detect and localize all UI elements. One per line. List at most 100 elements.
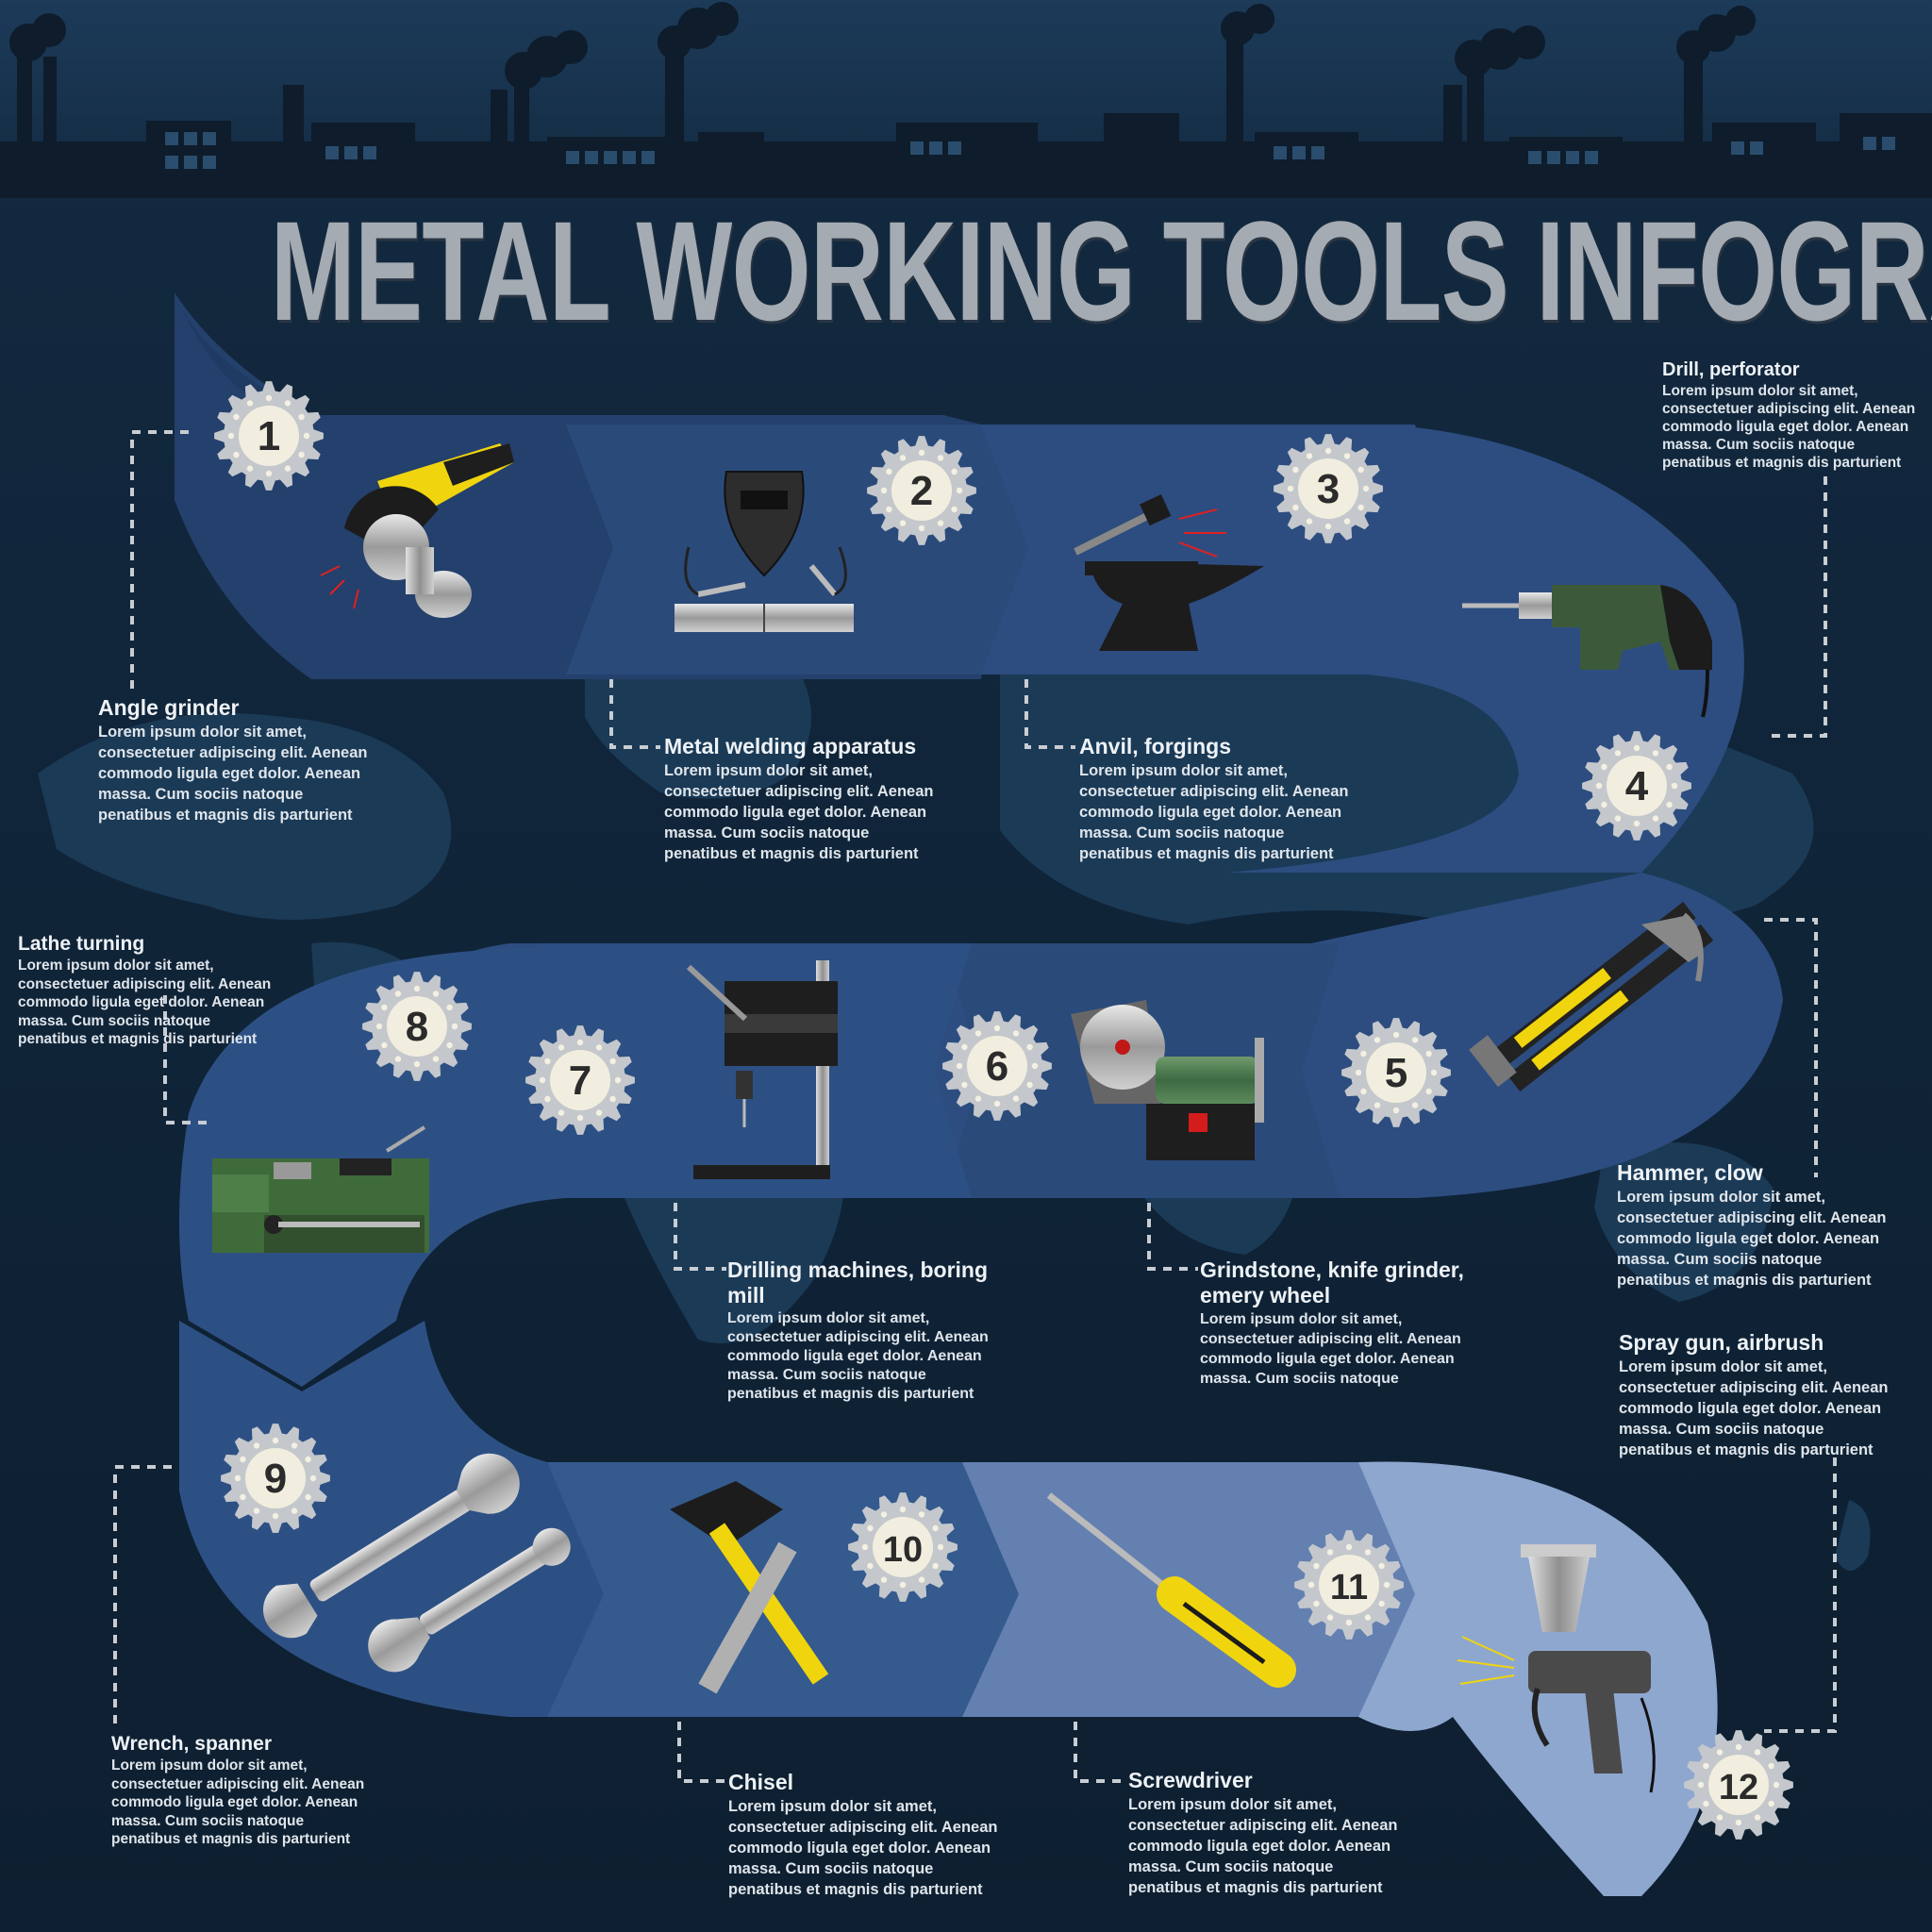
gear-dot [1355, 1069, 1362, 1076]
gear-dot [937, 1543, 944, 1551]
gear-center [1708, 1755, 1769, 1815]
gear-dot [1031, 1062, 1039, 1070]
gear-dot [246, 400, 254, 407]
screwdriver-icon [1046, 1492, 1296, 1688]
step-12-name: Spray gun, airbrush [1619, 1330, 1824, 1355]
gear-dot [1703, 1762, 1709, 1770]
factory-windows [165, 132, 1895, 169]
gear-dot [1735, 1743, 1742, 1751]
gear-dot [937, 455, 944, 461]
gear-dot [375, 1023, 383, 1030]
page-title: METAL WORKING TOOLS INFOGRAPHICS [270, 192, 1932, 350]
gear-dot [1411, 1037, 1419, 1043]
gear-dot [1287, 485, 1294, 492]
gear-dot [867, 1562, 874, 1570]
step-7-description: Drilling machines, boring mill Lorem ips… [727, 1257, 989, 1404]
gear-dot [899, 1506, 907, 1513]
gear-dot [1292, 504, 1299, 511]
gear-dot [1378, 1562, 1385, 1570]
gear-dot [1378, 1600, 1385, 1607]
gear-dot [394, 1056, 402, 1062]
gear-dot [1425, 1050, 1432, 1058]
gear-dot [233, 413, 240, 421]
welding-mask-icon [675, 471, 854, 632]
gear-dot [918, 1576, 925, 1583]
step-1-name: Angle grinder [98, 695, 240, 720]
gear-center [245, 1448, 306, 1508]
gear-dot [558, 1109, 565, 1116]
gear-dot [1666, 763, 1673, 771]
step-6-name: Grindstone, knife grinder, emery wheel [1200, 1257, 1464, 1307]
step-5-description: Hammer, clow Lorem ipsum dolor sit amet,… [1617, 1160, 1886, 1291]
gear-dot [1326, 1549, 1334, 1556]
gear-dot [1345, 1543, 1353, 1551]
gear-dot [899, 455, 907, 461]
gear-badge-3: 3 [1274, 434, 1383, 543]
gear-center [1298, 458, 1358, 519]
gear-dot [1735, 1819, 1742, 1826]
step-3-description: Anvil, forgings Lorem ipsum dolor sit am… [1079, 734, 1348, 864]
step-7-text: Lorem ipsum dolor sit amet, consectetuer… [727, 1310, 989, 1402]
gear-dot [1633, 744, 1641, 752]
gear-dot [1343, 518, 1351, 525]
gear-badge-4: 4 [1582, 731, 1691, 841]
lathe-icon [212, 1125, 429, 1253]
step-number-10: 10 [883, 1530, 923, 1570]
gear-dot [298, 413, 305, 421]
step-11-description: Screwdriver Lorem ipsum dolor sit amet, … [1128, 1768, 1397, 1898]
gear-dot [956, 1062, 963, 1070]
step-6-description: Grindstone, knife grinder, emery wheel L… [1200, 1257, 1464, 1389]
step-number-6: 6 [986, 1043, 1008, 1090]
step-8-text: Lorem ipsum dolor sit amet, consectetuer… [18, 958, 272, 1047]
gear-center [1319, 1555, 1379, 1615]
gear-dot [1703, 1800, 1709, 1807]
gear-dot [1425, 1088, 1432, 1095]
step-4-description: Drill, perforator Lorem ipsum dolor sit … [1662, 358, 1915, 472]
bench-grinder-icon [1071, 1000, 1264, 1160]
gear-dot [937, 520, 944, 526]
gear-dot [993, 1024, 1001, 1032]
gear-dot [1716, 1814, 1724, 1821]
step-number-12: 12 [1719, 1768, 1758, 1807]
gear-dot [974, 1030, 982, 1037]
gear-dot [932, 1562, 939, 1570]
gear-dot [1324, 523, 1332, 530]
gear-dot [918, 449, 925, 457]
gear-dot [1313, 1562, 1320, 1570]
gear-dot [1392, 1107, 1400, 1114]
gear-badge-1: 1 [214, 381, 324, 491]
gear-dot [932, 1524, 939, 1532]
step-3-text: Lorem ipsum dolor sit amet, consectetuer… [1079, 762, 1349, 862]
gear-dot [1307, 1581, 1315, 1589]
gear-dot [595, 1044, 603, 1051]
gear-dot [1430, 1069, 1438, 1076]
step-7-name: Drilling machines, boring mill [727, 1257, 989, 1307]
gear-dot [227, 432, 235, 440]
gear-dot [961, 1081, 968, 1089]
gear-badge-12: 12 [1684, 1730, 1793, 1840]
step-5-name: Hammer, clow [1617, 1160, 1763, 1185]
step-6-text: Lorem ipsum dolor sit amet, consectetuer… [1200, 1311, 1461, 1387]
gear-dot [1360, 1088, 1367, 1095]
drill-icon [1462, 585, 1712, 718]
spray-gun-icon [1457, 1544, 1656, 1793]
gear-dot [993, 1100, 1001, 1108]
gear-dot [272, 1437, 279, 1444]
gear-dot [1306, 518, 1313, 525]
gear-dot [1012, 1095, 1020, 1102]
gear-dot [1768, 1762, 1774, 1770]
gear-dot [1357, 504, 1364, 511]
step-11-name: Screwdriver [1128, 1768, 1253, 1792]
gear-dot [1411, 1102, 1419, 1108]
gear-dot [291, 1442, 298, 1449]
step-4-name: Drill, perforator [1662, 359, 1800, 380]
gear-dot [1666, 801, 1673, 808]
gear-dot [951, 506, 958, 513]
gear-center [1607, 756, 1667, 816]
gear-dot [240, 1493, 246, 1501]
gear-dot [413, 1060, 421, 1068]
step-1-text: Lorem ipsum dolor sit amet, consectetuer… [98, 724, 368, 824]
gear-dot [1364, 1549, 1372, 1556]
